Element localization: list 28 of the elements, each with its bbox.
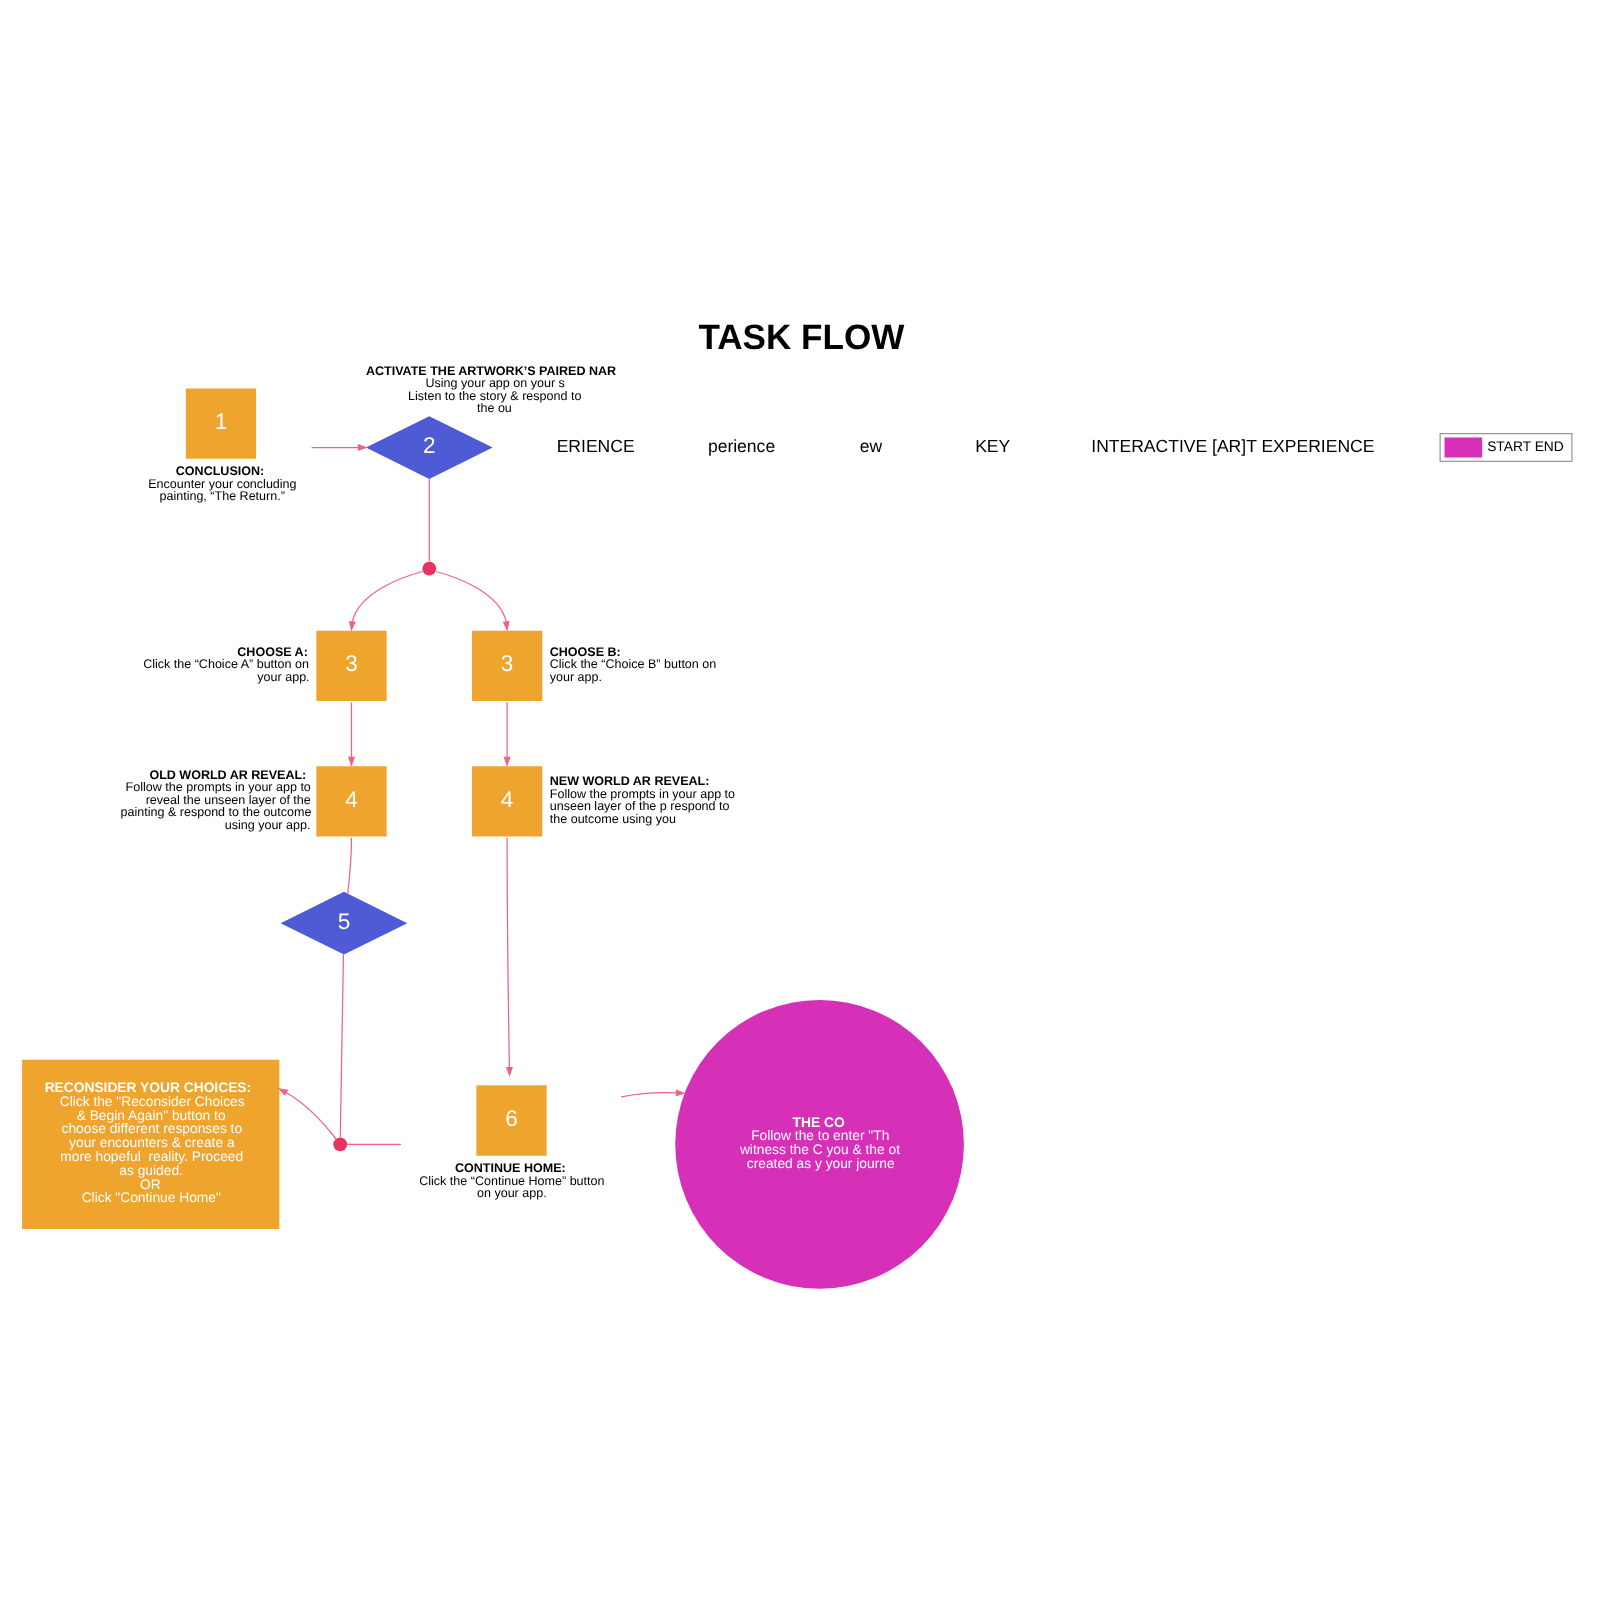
- node-circle: [333, 1136, 348, 1151]
- node-circle: [422, 560, 437, 575]
- label: KEY: [975, 435, 1011, 456]
- node-box: 1: [185, 387, 257, 458]
- connector: [428, 477, 430, 562]
- node-box: 6: [476, 1084, 547, 1155]
- arrow: [348, 569, 424, 631]
- node-box: 4: [316, 765, 387, 836]
- arrow: [277, 1087, 337, 1139]
- label: INTERACTIVE [AR]T EXPERIENCE: [1091, 435, 1375, 456]
- label: ERIENCE: [556, 435, 635, 456]
- label: ew: [859, 435, 883, 456]
- connector: [339, 952, 345, 1138]
- diagram-title: TASK FLOW: [698, 315, 905, 356]
- arrow: [505, 836, 513, 1077]
- node-box: 3: [471, 629, 543, 701]
- arrow: [620, 1088, 686, 1097]
- node-box: 4: [471, 765, 543, 836]
- node-diamond: 2: [365, 415, 493, 478]
- arrow: [311, 443, 368, 451]
- connector: [347, 836, 353, 894]
- arrow: [347, 700, 355, 766]
- node-diamond: 5: [280, 890, 408, 954]
- arrow: [503, 700, 511, 766]
- connector: [346, 1142, 402, 1144]
- label: perience: [707, 435, 776, 456]
- arrow: [435, 569, 510, 631]
- node-box: 3: [316, 629, 387, 701]
